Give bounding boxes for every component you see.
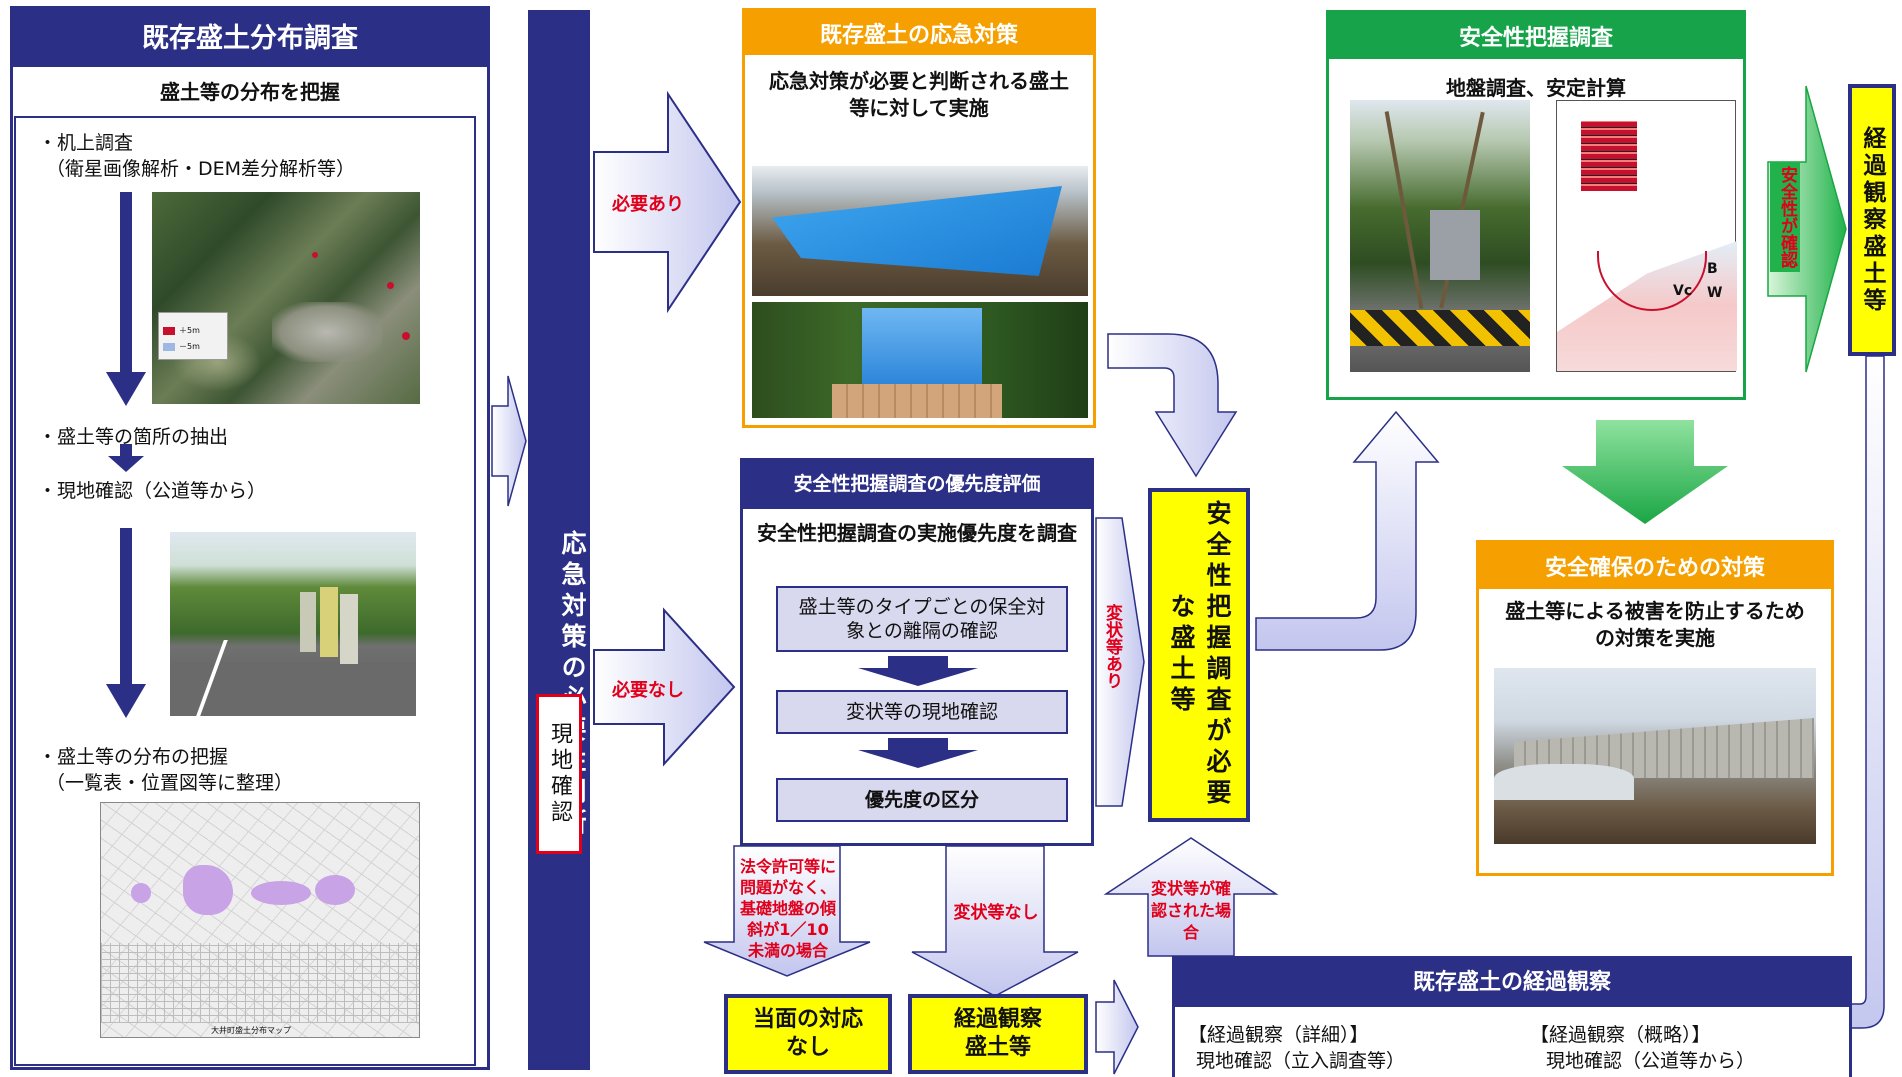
safety-measures-text: 盛土等による被害を防止するための対策を実施 xyxy=(1505,599,1805,650)
safety-survey-title: 安全性把握調査 xyxy=(1329,13,1743,59)
field-check-label: 現地確認 xyxy=(536,694,582,854)
step-desk-survey-detail: （衛星画像解析・DEM差分解析等） xyxy=(46,158,356,180)
field-check-photo xyxy=(170,532,416,716)
down-arrow-2 xyxy=(108,444,144,472)
arrow-not-needed-label: 必要なし xyxy=(612,680,684,701)
stability-chart: B Vc W xyxy=(1556,100,1737,372)
step-distribution-detail: （一覧表・位置図等に整理） xyxy=(46,772,294,794)
monitoring-box-text: 経過観察盛土等 xyxy=(953,1007,1042,1060)
no-action-box: 当面の対応なし xyxy=(724,994,892,1074)
emergency-text: 応急対策が必要と判断される盛土等に対して実施 xyxy=(769,69,1069,120)
step-field-check: ・現地確認（公道等から） xyxy=(38,480,267,502)
legend-minus: －5m xyxy=(179,342,200,351)
legend-plus: ＋5m xyxy=(179,326,200,335)
drilling-photo xyxy=(1350,100,1530,372)
priority-step-distance: 盛土等のタイプごとの保全対象との離隔の確認 xyxy=(776,586,1068,652)
priority-arrow-2 xyxy=(858,738,978,768)
safety-measures-title: 安全確保のための対策 xyxy=(1479,543,1831,589)
priority-arrow-1 xyxy=(858,656,978,686)
priority-title: 安全性把握調査の優先度評価 xyxy=(740,458,1094,506)
arrow-deformation-found xyxy=(1095,517,1145,807)
needs-survey-box: 安全性把握調査が必要な盛土等 xyxy=(1148,488,1250,822)
survey-inner-frame xyxy=(14,116,476,1066)
arrow-survey-to-judgement xyxy=(491,375,527,507)
observation-panel xyxy=(1172,1004,1852,1077)
arrow-no-legal-issue xyxy=(703,845,871,977)
observation-summary-text: 現地確認（公道等から） xyxy=(1546,1050,1756,1072)
chart-label-w: W xyxy=(1707,285,1723,301)
arrow-no-legal-issue-label: 法令許可等に問題がなく、基礎地盤の傾斜が1／10未満の場合 xyxy=(740,857,837,960)
priority-step-classification: 優先度の区分 xyxy=(776,778,1068,822)
arrow-monitoring-to-observation-bottom xyxy=(1095,979,1139,1075)
arrow-needed-label: 必要あり xyxy=(612,194,684,215)
step-distribution: ・盛土等の分布の把握 xyxy=(38,746,229,768)
observation-detail-title: 【経過観察（詳細）】 xyxy=(1188,1024,1369,1046)
distribution-map: 大井町盛土分布マップ xyxy=(100,802,420,1038)
safety-survey-subtitle: 地盤調査、安定計算 xyxy=(1446,76,1626,100)
step-desk-survey: ・机上調査 xyxy=(38,132,134,154)
down-arrow-3 xyxy=(106,528,146,718)
priority-text: 安全性把握調査の実施優先度を調査 xyxy=(757,521,1077,545)
arrow-deformation-confirmed-label: 変状等が確認された場合 xyxy=(1150,879,1231,942)
retaining-wall-photo xyxy=(1494,668,1816,844)
survey-subtitle: 盛土等の分布を把握 xyxy=(160,80,340,104)
judgement-column: 応急対策の必要性判断 xyxy=(528,10,590,1070)
no-action-text: 当面の対応なし xyxy=(752,1007,863,1060)
emergency-title: 既存盛土の応急対策 xyxy=(745,11,1093,55)
arrow-needs-to-safety-survey xyxy=(1255,410,1440,651)
chart-label-b: B xyxy=(1707,261,1718,277)
arrow-emergency-to-needs xyxy=(1107,333,1238,478)
chart-label-vc: Vc xyxy=(1673,283,1693,299)
arrow-no-deformation xyxy=(911,845,1079,997)
monitoring-box: 経過観察盛土等 xyxy=(908,994,1088,1074)
arrow-deformation-found-label: 変状等あり xyxy=(1102,604,1122,689)
step-extraction: ・盛土等の箇所の抽出 xyxy=(38,426,229,448)
survey-title: 既存盛土分布調査 xyxy=(10,6,490,64)
monitoring-column: 経過観察盛土等 xyxy=(1848,84,1896,356)
satellite-image: ＋5m －5m xyxy=(152,192,420,404)
arrow-no-deformation-label: 変状等なし xyxy=(953,903,1039,923)
priority-step-field-check: 変状等の現地確認 xyxy=(776,690,1068,734)
arrow-safety-confirmed xyxy=(1767,85,1847,373)
observation-title: 既存盛土の経過観察 xyxy=(1172,956,1852,1004)
down-arrow-1 xyxy=(106,192,146,406)
arrow-monitoring-to-observation xyxy=(1825,355,1885,1049)
emergency-photo-1 xyxy=(752,166,1088,296)
observation-detail-text: 現地確認（立入調査等） xyxy=(1196,1050,1406,1072)
arrow-safety-confirmed-label: 安全性が確認 xyxy=(1770,162,1800,272)
arrow-not-needed xyxy=(593,607,736,767)
emergency-photo-2 xyxy=(752,302,1088,418)
satellite-legend: ＋5m －5m xyxy=(158,312,228,360)
arrow-needed xyxy=(593,90,742,314)
arrow-survey-to-measures xyxy=(1562,420,1728,524)
observation-summary-title: 【経過観察（概略）】 xyxy=(1530,1024,1711,1046)
map-caption: 大井町盛土分布マップ xyxy=(211,1026,291,1035)
